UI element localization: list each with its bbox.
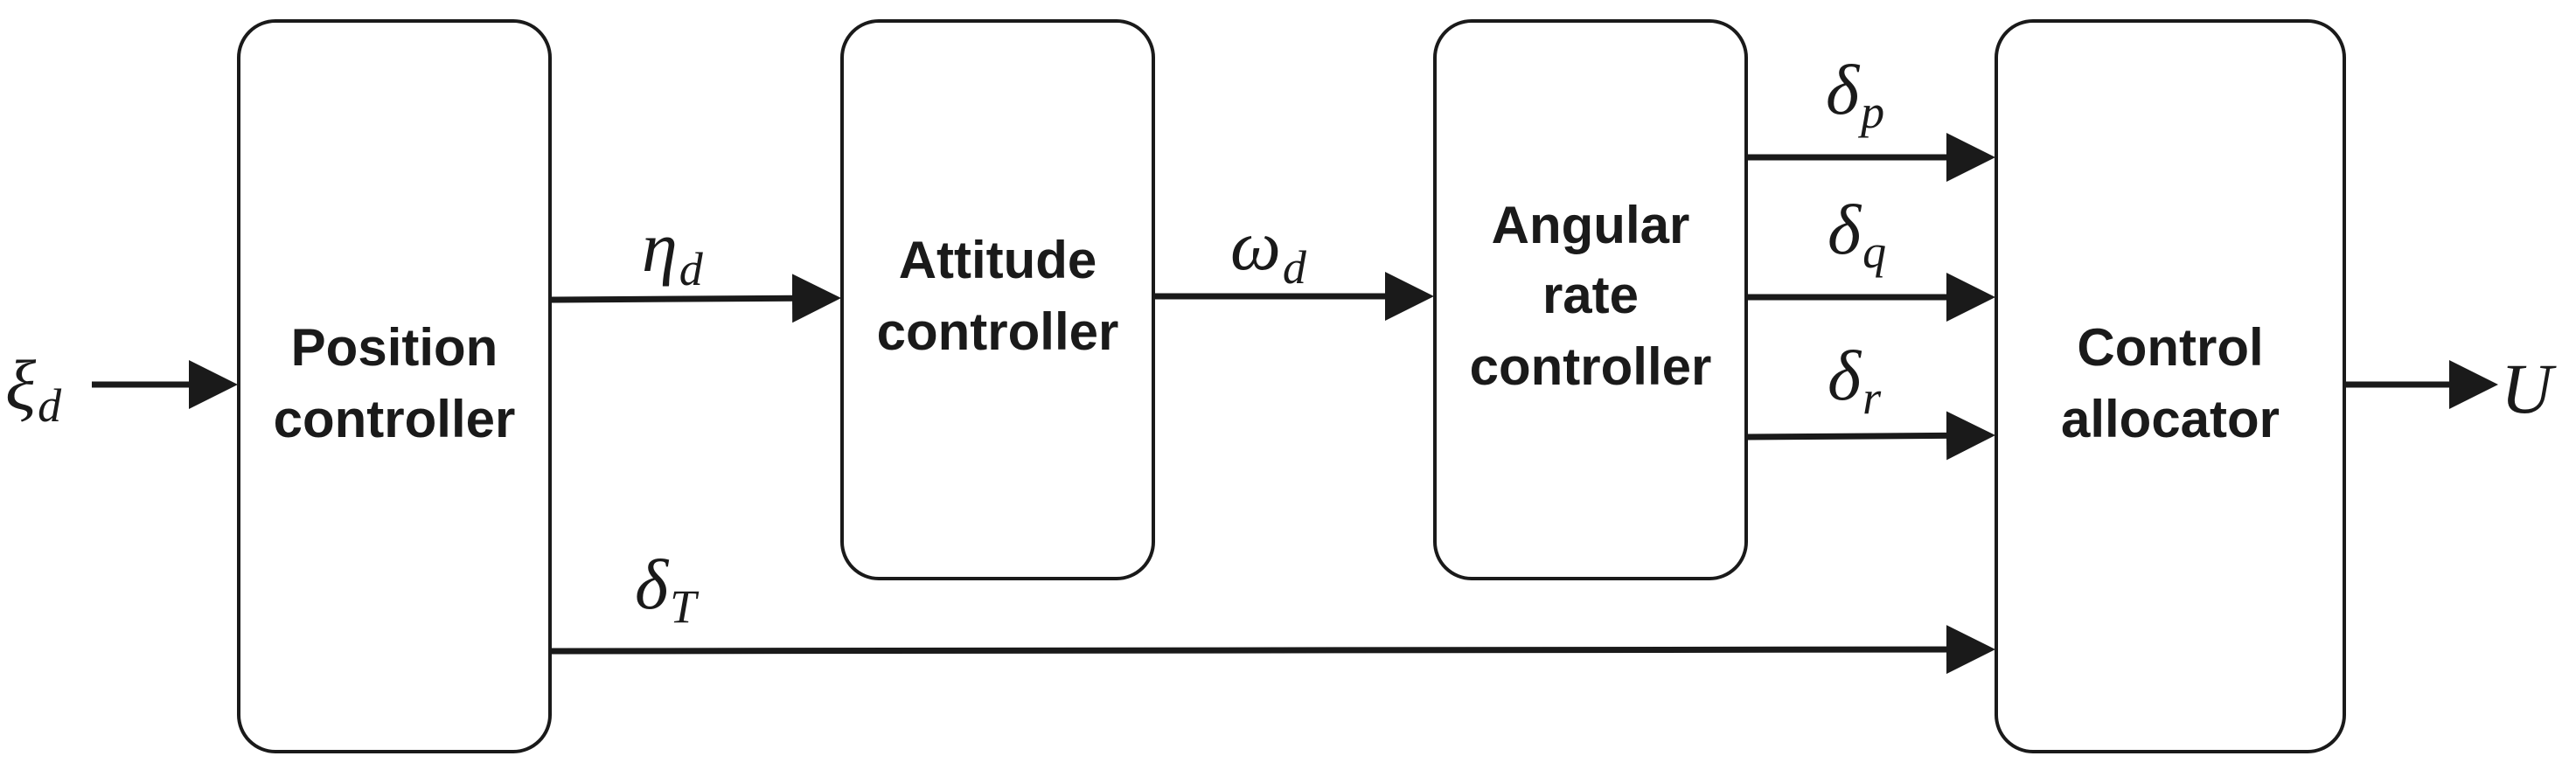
u-label: U xyxy=(2501,349,2557,428)
position-controller-label-line1: Position xyxy=(291,318,498,377)
delta-r-label: δr xyxy=(1828,336,1882,424)
attitude-controller-block: Attitude controller xyxy=(840,19,1155,580)
position-controller-label-line2: controller xyxy=(274,390,516,448)
angular-rate-controller-label-line1: Angular xyxy=(1492,196,1690,254)
control-allocator-block: Control allocator xyxy=(1995,19,2346,753)
delta-p-label: δp xyxy=(1826,50,1884,138)
angular-rate-controller-label-line3: controller xyxy=(1470,337,1712,396)
delta-t-arrow xyxy=(549,625,1995,675)
eta-d-arrow xyxy=(549,274,841,323)
attitude-controller-label-line1: Attitude xyxy=(899,231,1097,289)
delta-q-label: δq xyxy=(1828,190,1886,278)
position-controller-block: Position controller xyxy=(237,19,552,753)
delta-t-label: δT xyxy=(635,545,700,633)
attitude-controller-label-line2: controller xyxy=(877,302,1119,361)
control-allocator-label-line1: Control xyxy=(2077,318,2263,377)
xi-d-label: ξd xyxy=(5,345,62,432)
angular-rate-controller-block: Angular rate controller xyxy=(1433,19,1748,580)
omega-d-label: ωd xyxy=(1230,205,1307,294)
control-allocator-label-line2: allocator xyxy=(2061,390,2280,448)
eta-d-label: ηd xyxy=(642,207,704,295)
angular-rate-controller-label-line2: rate xyxy=(1542,266,1639,324)
delta-r-arrow xyxy=(1745,411,1995,461)
